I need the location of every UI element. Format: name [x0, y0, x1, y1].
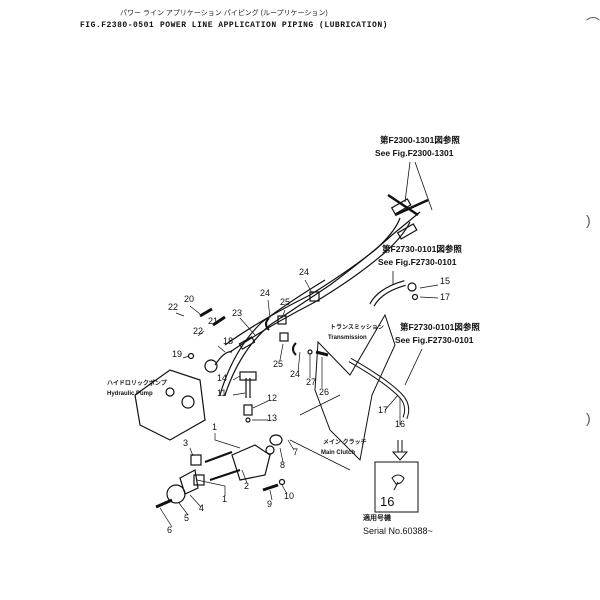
callout-22[interactable]: 22	[168, 302, 179, 312]
scan-mark: ⌒	[586, 16, 600, 32]
callout-8[interactable]: 8	[280, 460, 286, 470]
main-clutch-jp: メイン クラッチ	[323, 440, 367, 446]
transmission-jp: トランスミッション	[330, 325, 384, 331]
callout-23[interactable]: 23	[232, 308, 243, 318]
callout-24[interactable]: 24	[260, 288, 271, 298]
reference-3-link[interactable]: See Fig.F2730-0101	[395, 335, 474, 345]
callout-18[interactable]: 18	[223, 336, 234, 346]
callout-15[interactable]: 15	[440, 276, 451, 286]
callout-19[interactable]: 19	[172, 349, 183, 359]
main-clutch-label: Main Clutch	[321, 450, 355, 456]
callout-17[interactable]: 17	[378, 405, 389, 415]
callout-10[interactable]: 10	[284, 491, 295, 501]
callout-24[interactable]: 24	[290, 369, 301, 379]
figure-number: FIG.F2380-0501	[80, 21, 155, 30]
callout-7[interactable]: 7	[293, 447, 299, 457]
reference-2-link[interactable]: See Fig.F2730-0101	[378, 257, 457, 267]
inset-box	[374, 461, 419, 513]
callout-1[interactable]: 1	[212, 422, 218, 432]
callout-22[interactable]: 22	[193, 326, 204, 336]
callout-12[interactable]: 12	[267, 393, 278, 403]
callout-16[interactable]: 16	[395, 419, 406, 429]
callout-6[interactable]: 6	[167, 525, 173, 535]
callout-11[interactable]: 11	[217, 388, 227, 398]
title-jp: パワー ライン アプリケーション パイピング (ループリケーション)	[120, 10, 328, 17]
callout-2[interactable]: 2	[244, 481, 250, 491]
callout-1[interactable]: 1	[222, 494, 228, 504]
pipe-23	[224, 217, 401, 346]
callout-14[interactable]: 14	[217, 373, 228, 383]
reference-3-jp: 第F2730-0101図参照	[400, 322, 480, 332]
callout-13[interactable]: 13	[267, 413, 278, 423]
callout-25[interactable]: 25	[273, 359, 284, 369]
callout-9[interactable]: 9	[267, 499, 273, 509]
callout-17[interactable]: 17	[440, 292, 451, 302]
callout-25[interactable]: 25	[280, 297, 291, 307]
binding-hole-mark: )	[586, 410, 591, 426]
callout-4[interactable]: 4	[199, 503, 205, 513]
callout-24[interactable]: 24	[299, 267, 310, 277]
hydraulic-pump-shape	[134, 369, 206, 441]
binding-hole-mark: )	[586, 212, 591, 228]
reference-1-link[interactable]: See Fig.F2300-1301	[375, 148, 454, 158]
reference-2-jp: 第F2730-0101図参照	[382, 244, 462, 254]
transmission-label: Transmission	[328, 335, 367, 341]
hydraulic-pump-label: Hydraulic Pump	[107, 391, 153, 397]
callout-26[interactable]: 26	[319, 387, 330, 397]
callout-21[interactable]: 21	[208, 316, 219, 326]
callout-5[interactable]: 5	[184, 513, 190, 523]
serial-number: Serial No.60388~	[363, 526, 433, 536]
serial-jp: 適用号機	[363, 515, 391, 522]
callout-27[interactable]: 27	[306, 377, 317, 387]
callout-20[interactable]: 20	[184, 294, 195, 304]
hydraulic-pump-jp: ハイドロリックポンプ	[107, 381, 167, 387]
figure-title: POWER LINE APPLICATION PIPING (LUBRICATI…	[160, 21, 388, 30]
inset-part-number[interactable]: 16	[380, 494, 395, 509]
reference-1-jp: 第F2300-1301図参照	[380, 135, 460, 145]
callout-3[interactable]: 3	[183, 438, 189, 448]
